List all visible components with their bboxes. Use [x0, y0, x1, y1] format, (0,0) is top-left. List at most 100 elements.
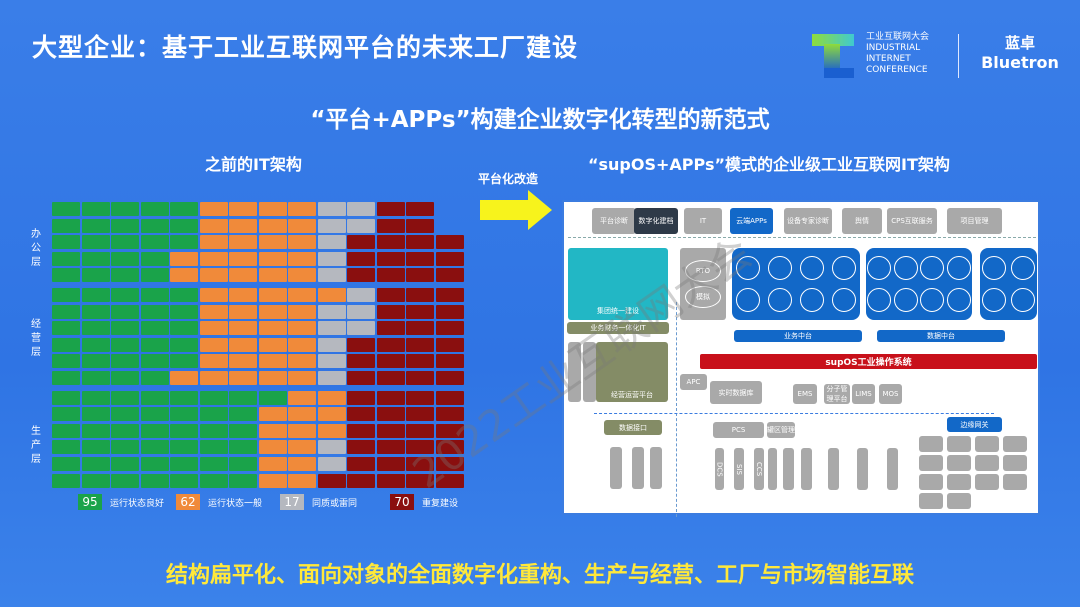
system-cell — [52, 473, 80, 488]
legend-label: 同质或雷同 — [312, 498, 358, 509]
app-circle[interactable] — [736, 288, 760, 312]
system-cell — [140, 457, 169, 471]
system-cell — [406, 440, 434, 455]
app-circle[interactable] — [867, 288, 892, 312]
data-middle-platform: 数据中台 — [877, 330, 1005, 342]
system-cell — [376, 288, 405, 302]
system-cell — [199, 218, 228, 233]
system-cell — [317, 202, 346, 216]
top-module-button[interactable]: 舆情 — [842, 208, 882, 234]
conf-cn: 工业互联网大会 — [866, 32, 930, 42]
app-circle[interactable] — [736, 256, 760, 280]
app-group-equipment — [980, 248, 1037, 320]
system-cell — [406, 321, 434, 336]
app-circle[interactable] — [867, 256, 892, 280]
system-cell — [288, 268, 316, 283]
system-cell — [406, 304, 434, 319]
lims-box: LIMS — [852, 384, 875, 404]
system-cell — [199, 321, 228, 336]
system-cell — [406, 423, 434, 438]
top-module-button[interactable]: CPS互联服务 — [887, 208, 937, 234]
system-cell — [52, 423, 80, 438]
system-cell — [258, 407, 287, 422]
app-circle[interactable] — [920, 256, 945, 280]
layer-office: 办公层 — [31, 229, 41, 268]
system-cell — [81, 202, 110, 216]
system-cell — [140, 390, 169, 405]
system-cell — [111, 457, 139, 471]
app-circle[interactable] — [800, 288, 824, 312]
app-circle[interactable] — [893, 256, 918, 280]
system-cell — [435, 390, 464, 405]
legend-label: 重复建设 — [422, 498, 459, 509]
top-module-button[interactable]: 平台诊断 — [592, 208, 636, 234]
system-cell — [199, 423, 228, 438]
system-cell — [229, 440, 257, 455]
business-middle-platform: 业务中台 — [734, 330, 862, 342]
layer-business: 经营层 — [31, 319, 41, 358]
app-circle[interactable] — [800, 256, 824, 280]
system-cell — [317, 407, 346, 422]
system-cell — [229, 304, 257, 319]
app-circle[interactable] — [982, 256, 1007, 280]
right-arrow-icon — [480, 190, 552, 230]
system-cell — [111, 354, 139, 369]
system-cell — [258, 337, 287, 352]
app-circle[interactable] — [768, 288, 792, 312]
top-module-button[interactable]: 数字化建档 — [634, 208, 678, 234]
top-module-button[interactable]: 云端APPs — [730, 208, 773, 234]
edge-device — [1003, 474, 1027, 490]
system-cell — [81, 371, 110, 385]
app-circle[interactable] — [982, 288, 1007, 312]
conference-logo: 工业互联网大会 INDUSTRIAL INTERNET CONFERENCE 蓝… — [812, 32, 1072, 82]
edge-device — [975, 436, 999, 452]
system-cell — [229, 390, 257, 405]
app-circle[interactable] — [832, 288, 856, 312]
app-circle[interactable] — [1010, 256, 1035, 280]
system-cell — [347, 457, 375, 471]
edge-device — [975, 455, 999, 471]
top-module-button[interactable]: IT — [684, 208, 722, 234]
system-cell — [52, 354, 80, 369]
system-cell — [140, 423, 169, 438]
right-heading: “supOS+APPs”模式的企业级工业互联网IT架构 — [588, 155, 950, 174]
system-cell — [317, 321, 346, 336]
system-cell — [170, 288, 198, 302]
system-cell — [199, 235, 228, 250]
system-cell — [258, 473, 287, 488]
edge-device — [1003, 455, 1027, 471]
conf-en-1: INDUSTRIAL — [866, 43, 921, 53]
system-cell — [81, 407, 110, 422]
system-cell — [317, 304, 346, 319]
system-cell — [170, 337, 198, 352]
app-circle[interactable] — [768, 256, 792, 280]
app-circle[interactable] — [893, 288, 918, 312]
system-cell — [317, 235, 346, 250]
system-cell — [435, 268, 464, 283]
app-circle[interactable] — [920, 288, 945, 312]
system-cell — [81, 440, 110, 455]
system-cell — [317, 268, 346, 283]
system-cell — [376, 354, 405, 369]
top-module-button[interactable]: 设备专家诊断 — [784, 208, 832, 234]
system-cell — [435, 354, 464, 369]
system-cell — [199, 371, 228, 385]
top-module-button[interactable]: 项目管理 — [947, 208, 1002, 234]
system-cell — [81, 251, 110, 266]
system-cell — [81, 218, 110, 233]
system-cell — [199, 354, 228, 369]
conf-en-2: INTERNET — [866, 54, 911, 64]
app-circle[interactable] — [1010, 288, 1035, 312]
system-cell — [258, 423, 287, 438]
system-cell — [140, 473, 169, 488]
app-circle[interactable] — [946, 256, 971, 280]
system-cell — [81, 304, 110, 319]
system-cell — [288, 473, 316, 488]
system-cell — [376, 473, 405, 488]
app-circle[interactable] — [832, 256, 856, 280]
system-cell — [81, 354, 110, 369]
system-cell — [317, 251, 346, 266]
app-circle[interactable] — [946, 288, 971, 312]
arrow-label: 平台化改造 — [478, 172, 539, 186]
system-cell — [81, 473, 110, 488]
